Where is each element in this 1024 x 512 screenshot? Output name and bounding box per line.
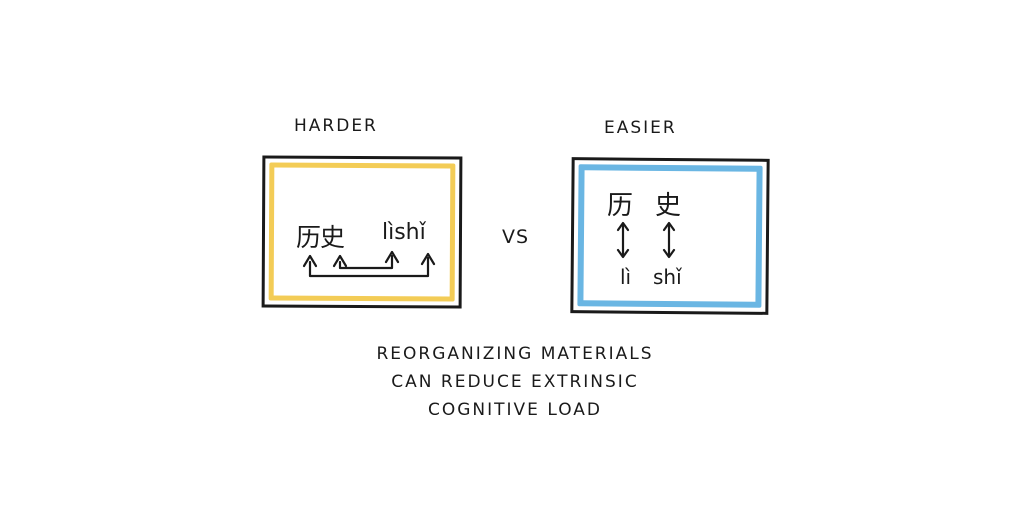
caption-line: COGNITIVE LOAD [428,400,602,420]
harder-hanzi: 历史 [296,223,345,252]
easier-pinyin-li: lì [620,265,632,289]
easier-heading: EASIER [604,118,677,138]
harder-heading: HARDER [294,116,378,136]
caption: REORGANIZING MATERIALS CAN REDUCE EXTRIN… [330,340,700,424]
easier-pinyin-shi: shǐ [653,265,682,289]
caption-line: REORGANIZING MATERIALS [376,344,654,364]
easier-hanzi-shi: 史 [655,191,682,221]
vs-label: VS [502,226,530,248]
harder-pinyin: lìshǐ [382,220,426,245]
caption-line: CAN REDUCE EXTRINSIC [391,372,639,392]
easier-hanzi-li: 历 [607,191,634,221]
